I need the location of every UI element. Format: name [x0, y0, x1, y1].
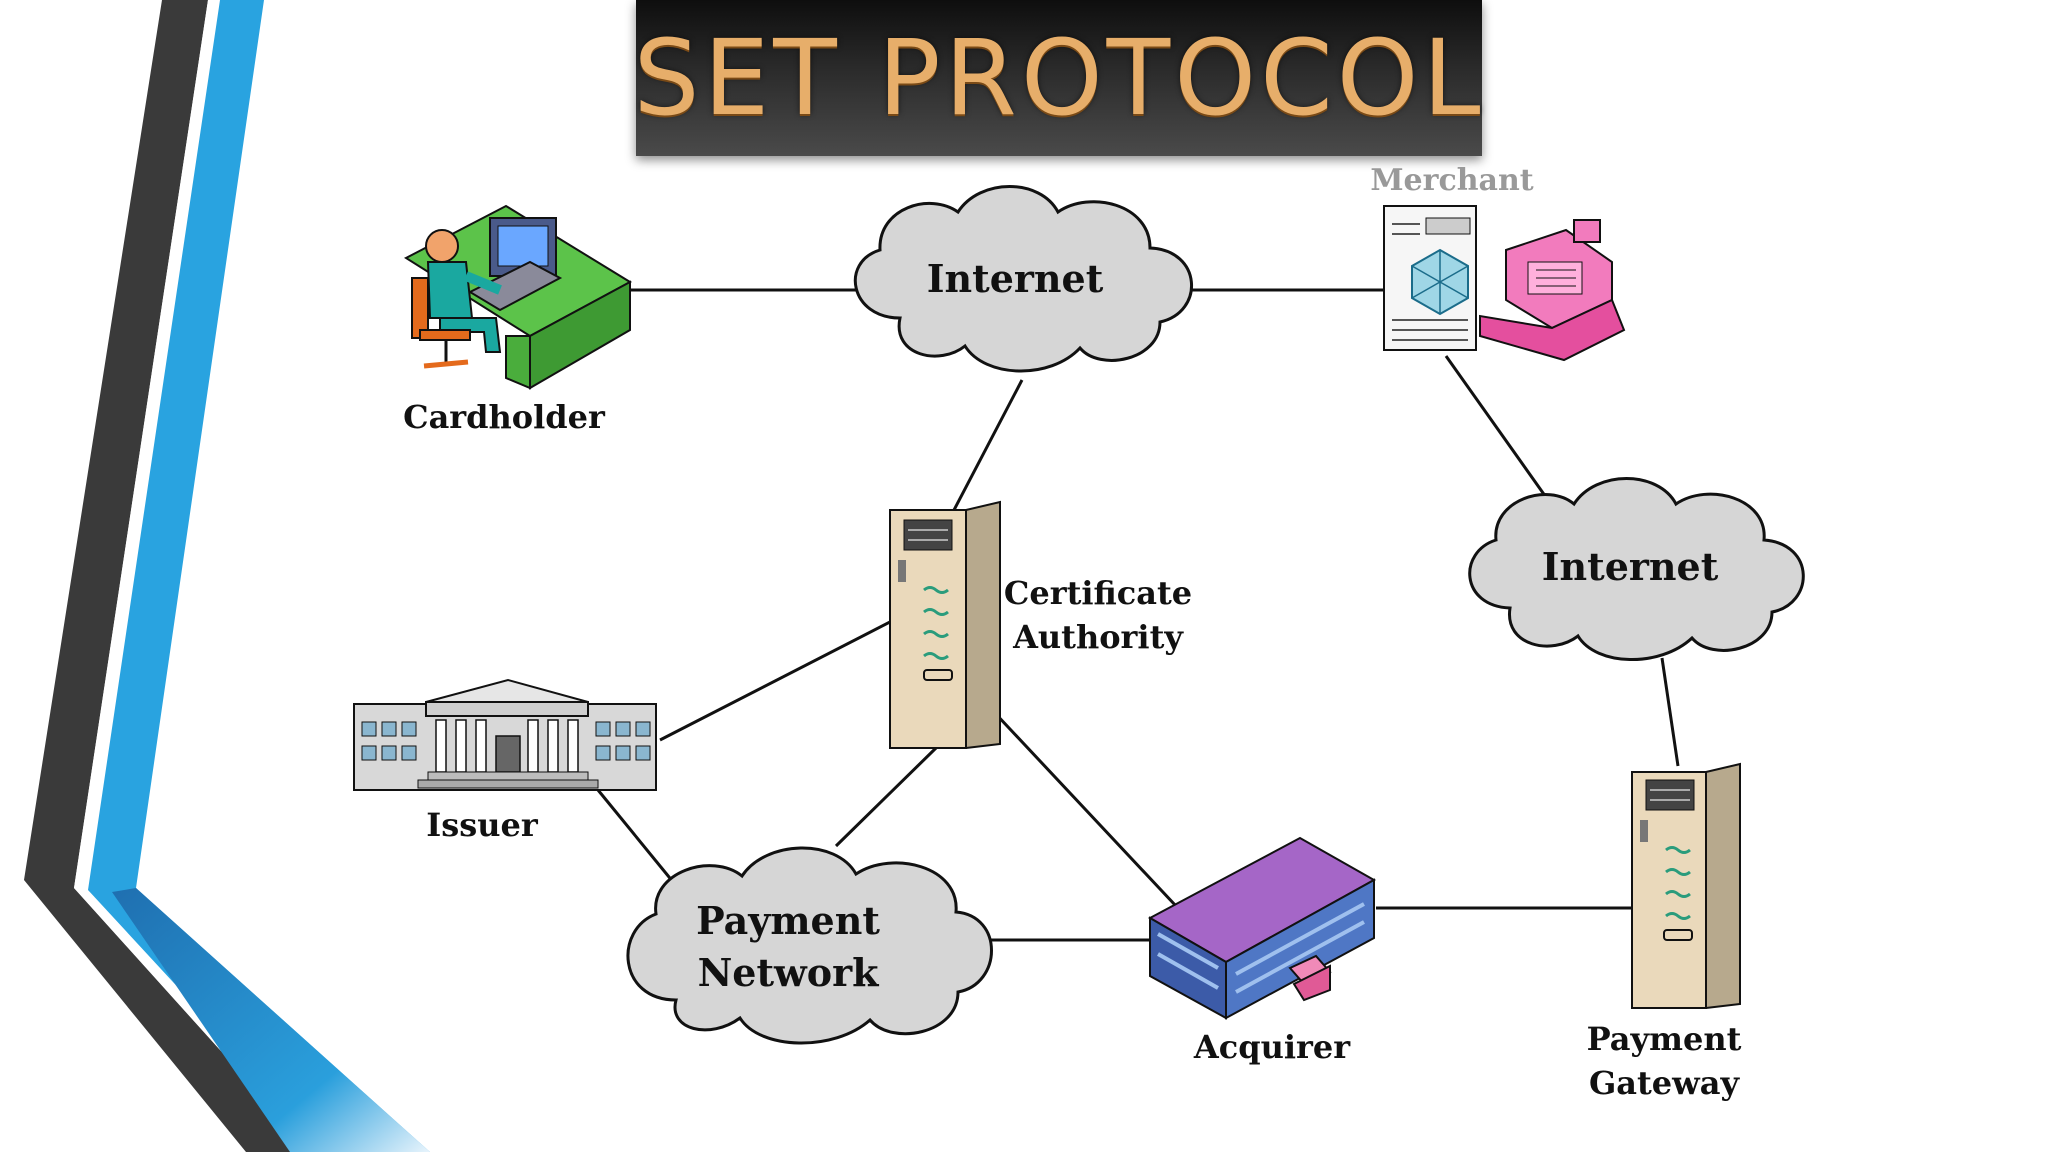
internet-right-label: Internet	[1542, 544, 1719, 589]
blue-band	[88, 0, 430, 1152]
acquirer-label: Acquirer	[1193, 1028, 1351, 1066]
title-bar: SET PROTOCOL	[633, 0, 1485, 156]
bank-building-icon	[353, 678, 657, 791]
slide-title: SET PROTOCOL	[633, 17, 1485, 139]
edge-internet-gateway	[1660, 657, 1680, 767]
office-building-icon	[1147, 836, 1377, 1020]
payment-network-label-line1: Payment	[696, 898, 880, 943]
white-gap	[74, 0, 330, 1152]
edge-internet-ca	[952, 379, 1024, 511]
edge-ca-paymentnetwork	[834, 746, 938, 848]
cardholder-workstation-icon	[403, 204, 633, 390]
payment-network-cloud: Payment Network	[626, 846, 993, 1045]
edge-issuer-paymentnetwork	[596, 789, 680, 889]
certificate-authority-label-line2: Authority	[1012, 618, 1184, 656]
edge-merchant-internet	[1444, 355, 1550, 501]
cardholder-label: Cardholder	[403, 398, 606, 436]
merchant-label: Merchant	[1370, 163, 1533, 198]
payment-gateway-label-line1: Payment	[1587, 1020, 1742, 1058]
issuer-node: Issuer	[353, 678, 657, 844]
bottom-blue-swoosh	[112, 888, 430, 1152]
certificate-authority-node: Certificate Authority	[889, 500, 1192, 749]
payment-network-label-line2: Network	[698, 950, 880, 995]
internet-cloud-top: Internet	[853, 185, 1194, 373]
edge-ca-acquirer	[992, 710, 1178, 908]
cloud-icon	[853, 185, 1194, 373]
issuer-label: Issuer	[426, 806, 539, 844]
cardholder-node: Cardholder	[403, 204, 633, 436]
edge-ca-issuer	[659, 620, 891, 742]
server-tower-icon	[889, 500, 1001, 749]
cloud-icon	[626, 846, 993, 1045]
server-tower-icon	[1631, 762, 1741, 1009]
acquirer-node: Acquirer	[1147, 836, 1377, 1066]
certificate-authority-label-line1: Certificate	[1004, 574, 1192, 612]
internet-cloud-right: Internet	[1468, 477, 1805, 661]
internet-top-label: Internet	[927, 256, 1104, 301]
merchant-register-icon	[1383, 205, 1626, 362]
payment-gateway-node: Payment Gateway	[1587, 762, 1742, 1102]
dark-band	[24, 0, 312, 1152]
payment-gateway-label-line2: Gateway	[1589, 1064, 1740, 1102]
merchant-node: Merchant	[1370, 163, 1626, 362]
cloud-icon	[1468, 477, 1805, 661]
